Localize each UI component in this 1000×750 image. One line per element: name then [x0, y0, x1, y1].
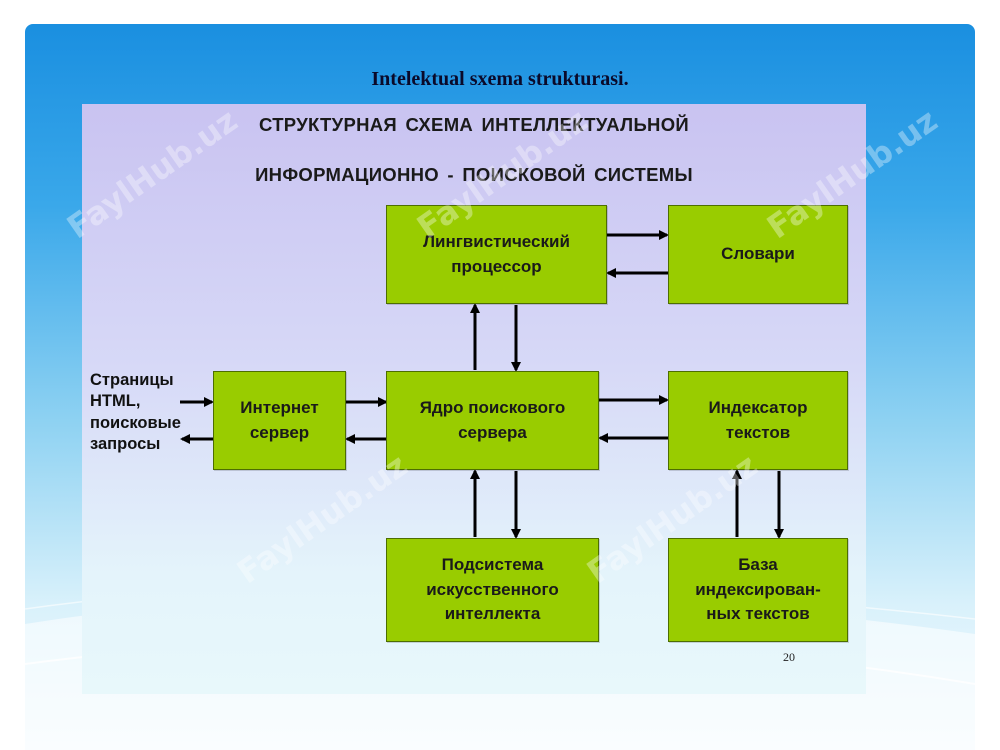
slide-title: Intelektual sxema strukturasi.	[371, 68, 629, 90]
node-ai-subsystem: Подсистема искусственного интеллекта	[386, 538, 599, 642]
page-number: 20	[783, 650, 795, 664]
connector-arrows	[180, 230, 784, 539]
input-label: Страницы HTML, поисковые запросы	[90, 371, 181, 454]
node-dictionaries: Словари	[668, 205, 848, 304]
diagram-heading-line2: ИНФОРМАЦИОННО - ПОИСКОВОЙ СИСТЕМЫ	[255, 164, 693, 185]
node-search-core: Ядро поискового сервера	[386, 371, 599, 470]
diagram-heading-line1: СТРУКТУРНАЯ СХЕМА ИНТЕЛЛЕКТУАЛЬНОЙ	[259, 114, 689, 135]
diagram-panel: СТРУКТУРНАЯ СХЕМА ИНТЕЛЛЕКТУАЛЬНОЙ ИНФОР…	[82, 104, 866, 694]
node-linguistic-processor: Лингвистический процессор	[386, 205, 607, 304]
node-text-indexer: Индексатор текстов	[668, 371, 848, 470]
node-indexed-texts-db: База индексирован- ных текстов	[668, 538, 848, 642]
node-internet-server: Интернет сервер	[213, 371, 346, 470]
